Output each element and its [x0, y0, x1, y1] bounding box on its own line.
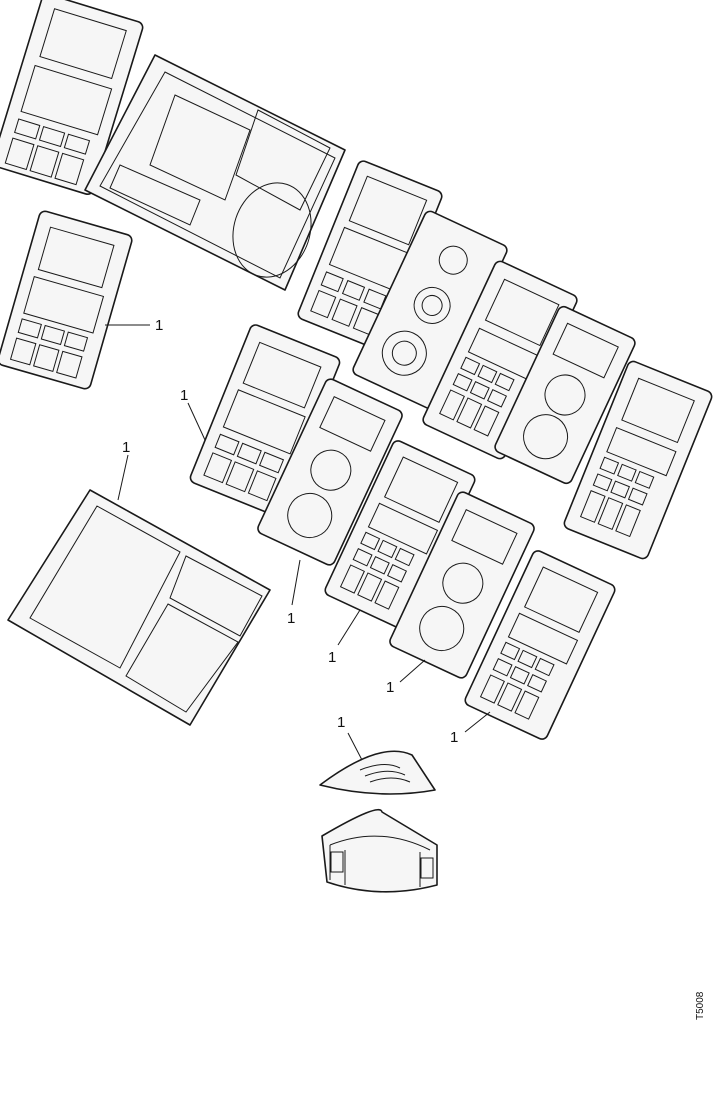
callout-corner-cover: 1 [337, 714, 345, 731]
callout-left-keypad: 1 [155, 317, 163, 334]
callout-mid-keypad-c: 1 [450, 729, 458, 746]
panel-mid-keypad-c [464, 550, 616, 740]
leader-line-mid-keypad-b [337, 609, 361, 646]
callout-mid-keypad-b: 1 [328, 649, 336, 666]
corner-housing [321, 808, 438, 893]
corner-cover-top [319, 750, 436, 795]
panel-top-left-keypad [0, 0, 144, 195]
panel-top-right-dials [494, 305, 636, 485]
figure-reference-code: T5008 [695, 991, 706, 1020]
panel-large-display-frame [7, 489, 271, 726]
callout-mid-dials-b: 1 [386, 679, 394, 696]
callout-mid-dials: 1 [287, 610, 295, 627]
panel-center-instrument [84, 54, 346, 291]
panel-top-mid-keypad [297, 160, 443, 350]
panel-top-right-keypad-b [563, 360, 713, 560]
panel-left-keypad [0, 210, 133, 390]
leader-line-large-display [117, 454, 129, 501]
callout-mid-keypad: 1 [180, 387, 188, 404]
callout-large-display: 1 [122, 439, 130, 456]
leader-line-corner-cover [347, 732, 363, 761]
leader-line-mid-keypad [187, 402, 206, 441]
panel-mid-dials-b [389, 491, 535, 679]
leader-line-mid-dials [291, 559, 301, 606]
panel-mid-dials [257, 378, 403, 566]
leader-line-mid-dials-b [399, 659, 426, 683]
leader-line-mid-keypad-c [464, 711, 491, 733]
